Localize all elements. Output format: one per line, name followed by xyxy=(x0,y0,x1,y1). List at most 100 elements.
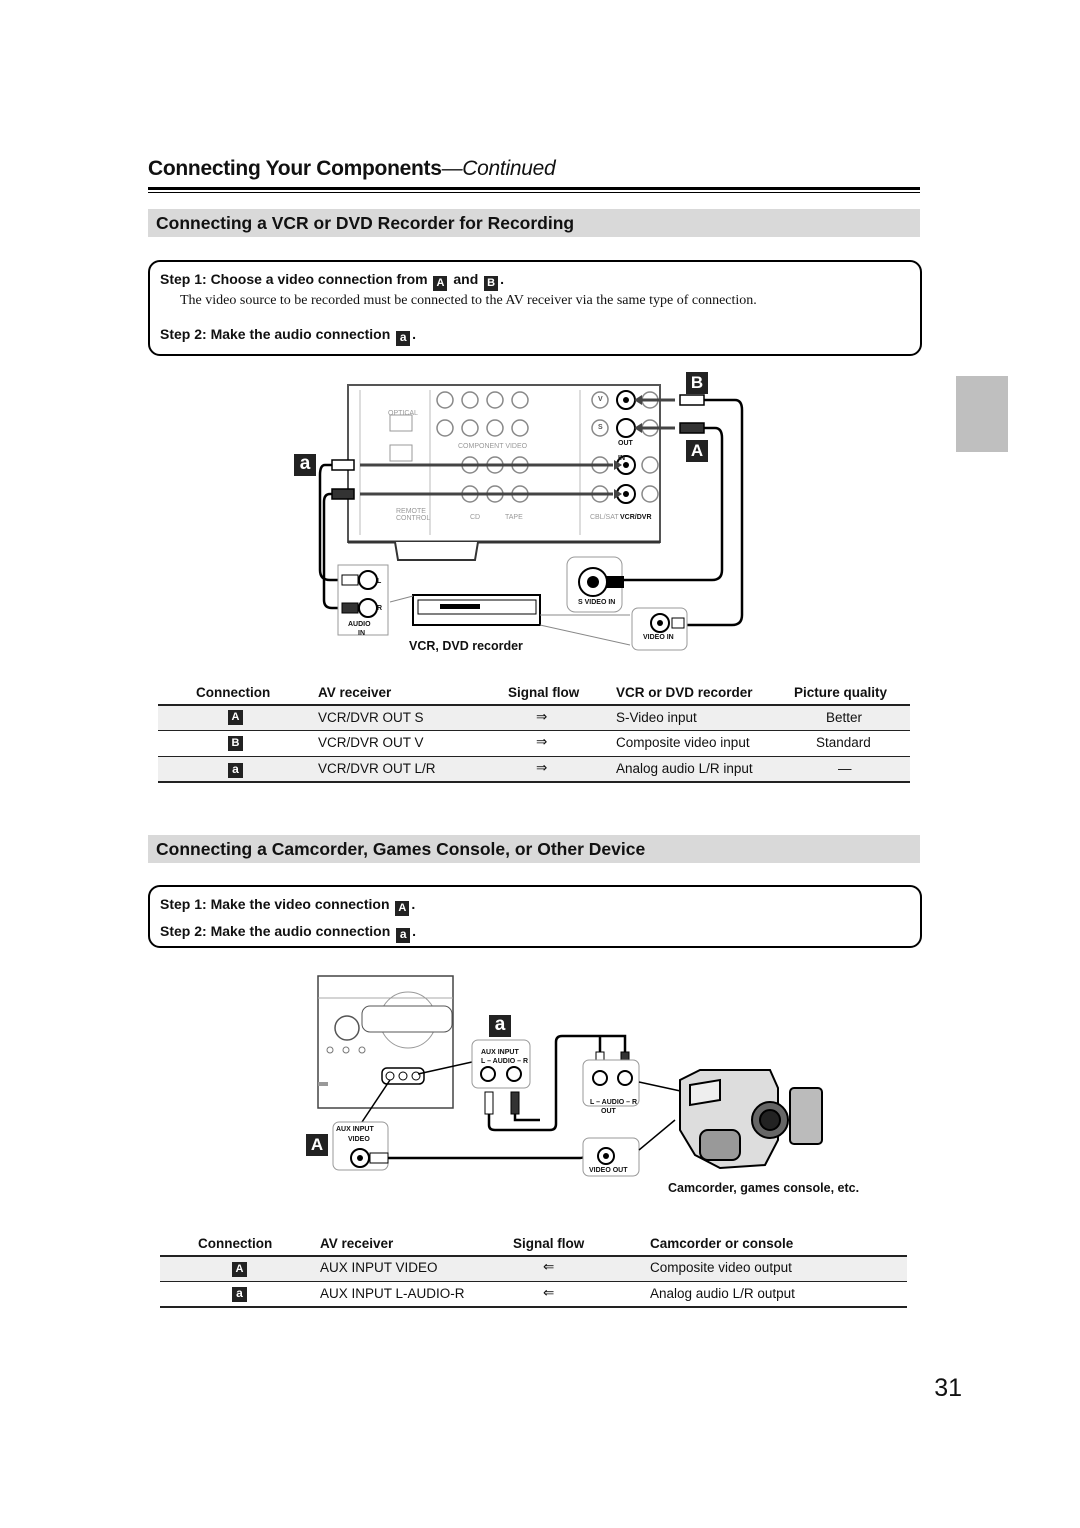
audio-in-label: AUDIO xyxy=(348,621,371,628)
panel-tape-label: TAPE xyxy=(505,514,523,521)
table-row-bg xyxy=(158,706,910,730)
panel-cblsat-label: CBL/SAT xyxy=(590,514,619,521)
badge-A: A xyxy=(433,276,448,291)
row-conn-badge: B xyxy=(228,736,243,751)
camcorder-label: Camcorder, games console, etc. xyxy=(668,1181,860,1195)
chapter-side-tab xyxy=(956,376,1008,452)
aux-input-video-label: AUX INPUT xyxy=(336,1126,374,1133)
badge-A: A xyxy=(395,901,410,916)
aux-input-label: AUX INPUT xyxy=(481,1049,519,1056)
step1-end: . xyxy=(411,896,416,912)
audio-in-label-2: IN xyxy=(358,630,365,637)
row-quality: Better xyxy=(826,710,863,725)
col-header-receiver: AV receiver xyxy=(318,685,392,700)
panel-cd-label: CD xyxy=(470,514,481,521)
diagram-label-a: a xyxy=(294,454,316,476)
row-flow-arrow: ⇐ xyxy=(543,1259,555,1274)
row-receiver: VCR/DVR OUT V xyxy=(318,735,424,750)
step2-prefix: Step 2: Make the audio connection xyxy=(160,326,391,342)
panel-remote-label-2: CONTROL xyxy=(396,515,431,522)
table-bottom-rule xyxy=(158,781,910,783)
step2-end: . xyxy=(412,326,417,342)
col-header-connection: Connection xyxy=(198,1236,273,1251)
step1-prefix: Step 1: Make the video connection xyxy=(160,896,390,912)
panel-component-label: COMPONENT VIDEO xyxy=(458,443,528,450)
section-heading-text: Connecting a Camcorder, Games Console, o… xyxy=(156,839,646,859)
step1-prefix: Step 1: Choose a video connection from xyxy=(160,271,428,287)
step2-end: . xyxy=(412,923,417,939)
step1-text: Step 1: Make the video connection A. xyxy=(160,896,415,916)
diagram-label-A: A xyxy=(686,440,708,462)
row-device: Analog audio L/R output xyxy=(650,1286,795,1301)
step1-and: and xyxy=(453,271,479,287)
table-row-bg xyxy=(160,1257,907,1281)
jack-L-label: L xyxy=(377,578,382,585)
page-title: Connecting Your Components—Continued xyxy=(148,157,556,181)
page-title-suffix: —Continued xyxy=(441,157,556,180)
page-number: 31 xyxy=(934,1374,962,1402)
row-conn-badge: A xyxy=(228,710,243,725)
row-flow-arrow: ⇒ xyxy=(536,734,548,749)
panel-remote-label: REMOTE xyxy=(396,508,426,515)
panel-v-label: V xyxy=(598,396,603,403)
badge-a: a xyxy=(396,928,411,943)
section-heading-vcr: Connecting a VCR or DVD Recorder for Rec… xyxy=(148,209,920,237)
row-quality: Standard xyxy=(816,735,871,750)
vcr-connection-table: Connection AV receiver Signal flow VCR o… xyxy=(158,682,910,792)
vcr-dvd-recorder-label: VCR, DVD recorder xyxy=(409,639,523,653)
svideo-in-label: S VIDEO IN xyxy=(578,599,616,606)
title-rule-thin xyxy=(148,192,920,193)
panel-out-label: OUT xyxy=(618,440,633,447)
steps-box-vcr: Step 1: Choose a video connection from A… xyxy=(148,260,922,356)
row-flow-arrow: ⇒ xyxy=(536,760,548,775)
step1-text: Step 1: Choose a video connection from A… xyxy=(160,271,504,291)
row-receiver: VCR/DVR OUT L/R xyxy=(318,761,436,776)
row-device: Composite video output xyxy=(650,1260,792,1275)
col-header-signal: Signal flow xyxy=(513,1236,585,1251)
step2-text: Step 2: Make the audio connection a. xyxy=(160,326,416,346)
step2-prefix: Step 2: Make the audio connection xyxy=(160,923,391,939)
row-receiver: VCR/DVR OUT S xyxy=(318,710,424,725)
col-header-signal: Signal flow xyxy=(508,685,580,700)
row-conn-badge: a xyxy=(228,763,243,778)
row-device: S-Video input xyxy=(616,710,697,725)
table-row-bg xyxy=(158,757,910,781)
row-receiver: AUX INPUT VIDEO xyxy=(320,1260,438,1275)
badge-a: a xyxy=(396,331,411,346)
camcorder-video-out-label: VIDEO OUT xyxy=(589,1167,628,1174)
row-conn-badge: a xyxy=(232,1287,247,1302)
col-header-receiver: AV receiver xyxy=(320,1236,394,1251)
row-device: Composite video input xyxy=(616,735,750,750)
panel-s-label: S xyxy=(598,424,603,431)
panel-vcrdvr-label: VCR/DVR xyxy=(620,514,652,521)
row-device: Analog audio L/R input xyxy=(616,761,753,776)
section-heading-text: Connecting a VCR or DVD Recorder for Rec… xyxy=(156,213,575,233)
jack-R-label: R xyxy=(377,605,383,612)
table-rule xyxy=(160,1281,907,1282)
table-header-rule xyxy=(160,1255,907,1257)
panel-optical-label: OPTICAL xyxy=(388,410,418,417)
row-conn-badge: A xyxy=(232,1262,247,1277)
aux-audio-label: L – AUDIO – R xyxy=(481,1058,529,1065)
step-note: The video source to be recorded must be … xyxy=(180,293,757,308)
panel-in-label: IN xyxy=(618,455,625,462)
step2-text: Step 2: Make the audio connection a. xyxy=(160,923,416,943)
camcorder-connection-diagram xyxy=(317,975,823,1177)
camcorder-out-label: OUT xyxy=(601,1108,616,1115)
col-header-device: Camcorder or console xyxy=(650,1236,794,1251)
table-rule xyxy=(158,730,910,731)
camcorder-connection-table: Connection AV receiver Signal flow Camco… xyxy=(160,1234,907,1314)
row-flow-arrow: ⇐ xyxy=(543,1285,555,1300)
diagram-label-A: A xyxy=(306,1134,328,1156)
page-title-text: Connecting Your Components xyxy=(148,157,442,180)
col-header-quality: Picture quality xyxy=(794,685,888,700)
col-header-connection: Connection xyxy=(196,685,271,700)
vcr-connection-diagram xyxy=(318,384,744,651)
badge-B: B xyxy=(484,276,499,291)
diagram-label-a: a xyxy=(489,1015,511,1037)
diagram-label-B: B xyxy=(686,372,708,394)
row-quality: — xyxy=(838,761,852,776)
table-bottom-rule xyxy=(160,1306,907,1308)
row-receiver: AUX INPUT L-AUDIO-R xyxy=(320,1286,465,1301)
aux-video-label: VIDEO xyxy=(348,1136,370,1143)
